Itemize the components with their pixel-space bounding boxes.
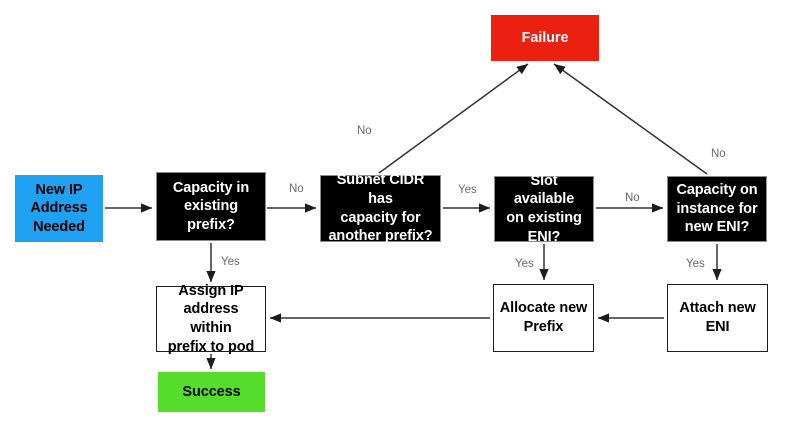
node-subnet-cidr[interactable]: Subnet CIDR has capacity for another pre… bbox=[320, 172, 441, 244]
edge-label-lbl-instance-no: No bbox=[711, 148, 726, 160]
node-cap-instance[interactable]: Capacity on instance for new ENI? bbox=[667, 176, 767, 242]
edge-label-lbl-slot-yes: Yes bbox=[515, 258, 534, 270]
edge-label-lbl-subnet-no: No bbox=[357, 125, 372, 137]
node-slot-eni[interactable]: Slot available on existing ENI? bbox=[494, 173, 594, 245]
edge-label-lbl-cap-yes: Yes bbox=[221, 256, 240, 268]
edge-cap-instance-to-failure bbox=[553, 63, 708, 175]
edge-label-lbl-subnet-yes: Yes bbox=[458, 184, 477, 196]
node-attach-eni[interactable]: Attach new ENI bbox=[667, 284, 768, 352]
node-alloc-prefix[interactable]: Allocate new Prefix bbox=[493, 284, 594, 352]
edge-subnet-cidr-to-failure bbox=[378, 63, 529, 174]
edge-label-lbl-instance-yes: Yes bbox=[686, 258, 705, 270]
node-failure[interactable]: Failure bbox=[491, 15, 599, 61]
node-success[interactable]: Success bbox=[158, 372, 265, 412]
node-cap-prefix[interactable]: Capacity in existing prefix? bbox=[156, 172, 266, 241]
edge-label-lbl-slot-no: No bbox=[625, 192, 640, 204]
node-assign-ip[interactable]: Assign IP address within prefix to pod bbox=[156, 283, 266, 355]
node-start[interactable]: New IP Address Needed bbox=[15, 175, 103, 242]
edge-label-lbl-cap-no: No bbox=[289, 183, 304, 195]
